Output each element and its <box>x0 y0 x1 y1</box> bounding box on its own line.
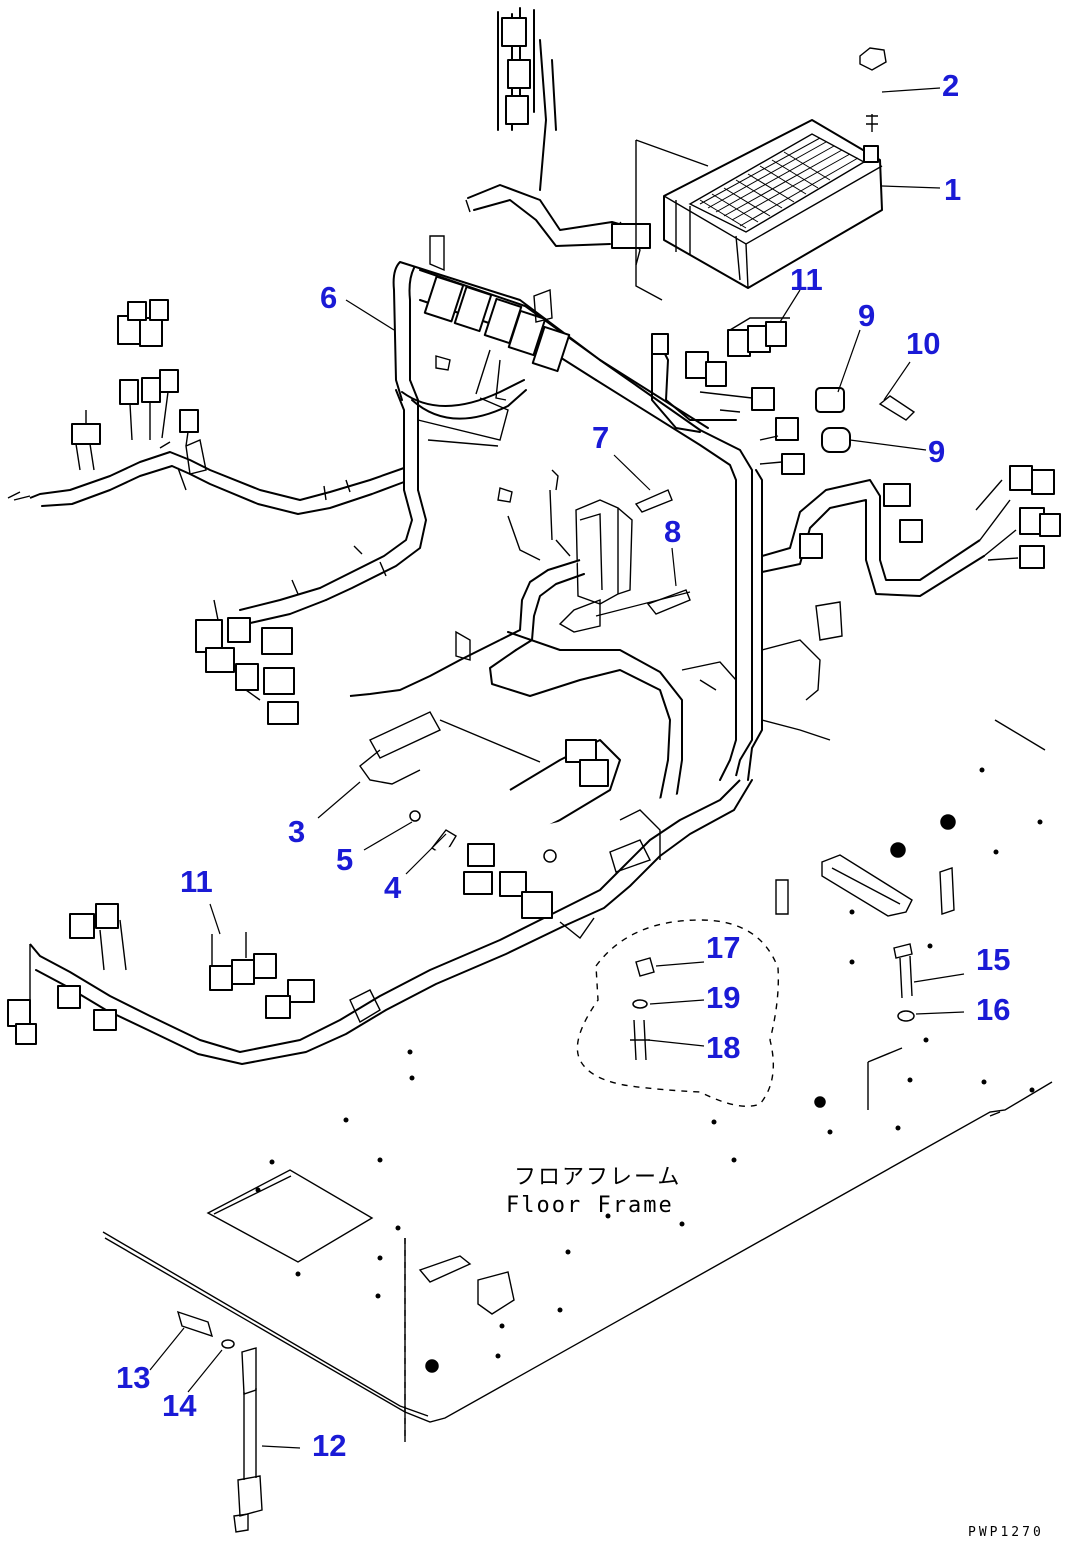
callout-10: 10 <box>906 326 940 361</box>
callout-1-marker: 2 <box>942 68 959 103</box>
callout-13: 13 <box>116 1360 150 1395</box>
callout-16: 16 <box>976 992 1010 1027</box>
callout-18: 18 <box>706 1030 740 1065</box>
callout-5: 5 <box>336 842 353 877</box>
leader-lines <box>149 87 965 1449</box>
callout-3: 3 <box>288 814 305 849</box>
drawing-code: PWP1270 <box>968 1525 1044 1540</box>
callout-17: 17 <box>706 930 740 965</box>
controller-unit <box>635 47 887 301</box>
callout-14: 14 <box>162 1388 197 1423</box>
frame-holes <box>255 767 1043 1373</box>
floor-frame: フロアフレーム Floor Frame <box>102 719 1053 1442</box>
callout-19: 19 <box>706 980 740 1015</box>
main-wiring-harness <box>7 7 1061 1065</box>
callout-7: 7 <box>592 420 609 455</box>
small-parts <box>176 867 955 1533</box>
callout-15: 15 <box>976 942 1010 977</box>
callout-4: 4 <box>384 870 402 905</box>
callout-9-upper: 9 <box>858 298 875 333</box>
callout-1: 1 <box>944 172 961 207</box>
floor-frame-label-en: Floor Frame <box>506 1193 674 1218</box>
callout-12: 12 <box>312 1428 346 1463</box>
callout-11-lower: 11 <box>180 864 213 899</box>
callout-11-upper: 11 <box>790 262 823 297</box>
callout-9-lower: 9 <box>928 434 945 469</box>
callout-8: 8 <box>664 514 681 549</box>
callout-6: 6 <box>320 280 337 315</box>
callouts: 2 1 11 6 9 10 9 7 8 3 5 4 11 17 19 18 15… <box>116 68 1010 1463</box>
floor-frame-label-jp: フロアフレーム <box>514 1165 681 1190</box>
